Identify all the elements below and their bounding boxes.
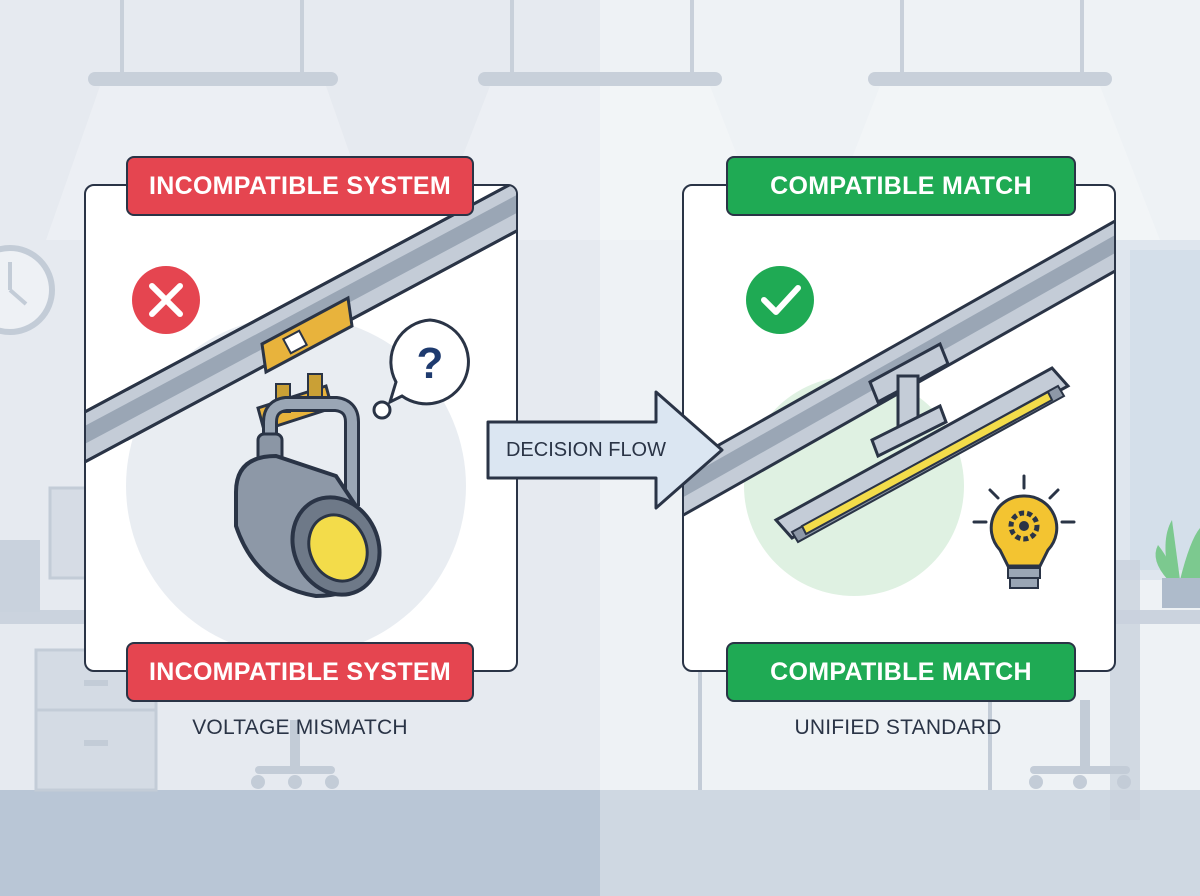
plant-icon [1155,520,1200,580]
floor-left [0,790,600,896]
spotlight-fixture-icon [234,396,382,599]
incompatible-illustration: ? [86,186,516,656]
decision-flow-label: DECISION FLOW [505,438,666,461]
floor-right [600,790,1200,896]
ceiling-lamps [88,0,1112,86]
check-mark-icon [746,266,814,334]
compatible-illustration [684,219,1114,596]
lightbulb-gear-icon [972,474,1076,589]
incompatible-top-badge: INCOMPATIBLE SYSTEM [126,156,474,216]
arrow-right-icon [486,390,724,510]
compatible-top-badge: COMPATIBLE MATCH [726,156,1076,216]
incompatible-panel: ? [84,184,518,672]
unified-standard-caption: UNIFIED STANDARD [794,716,1002,739]
svg-text:?: ? [417,339,444,388]
linear-led-fixture-icon [773,366,1071,544]
compatible-panel [682,184,1116,672]
unified-connector-icon [868,341,950,459]
track-adapter-icon [260,295,354,375]
compatible-bottom-badge: COMPATIBLE MATCH [726,642,1076,702]
wall-clock-icon [0,245,55,335]
incompatible-bottom-badge: INCOMPATIBLE SYSTEM [126,642,474,702]
x-mark-icon [132,266,200,334]
voltage-mismatch-caption: VOLTAGE MISMATCH [192,716,408,739]
question-bubble-icon: ? [372,318,470,420]
